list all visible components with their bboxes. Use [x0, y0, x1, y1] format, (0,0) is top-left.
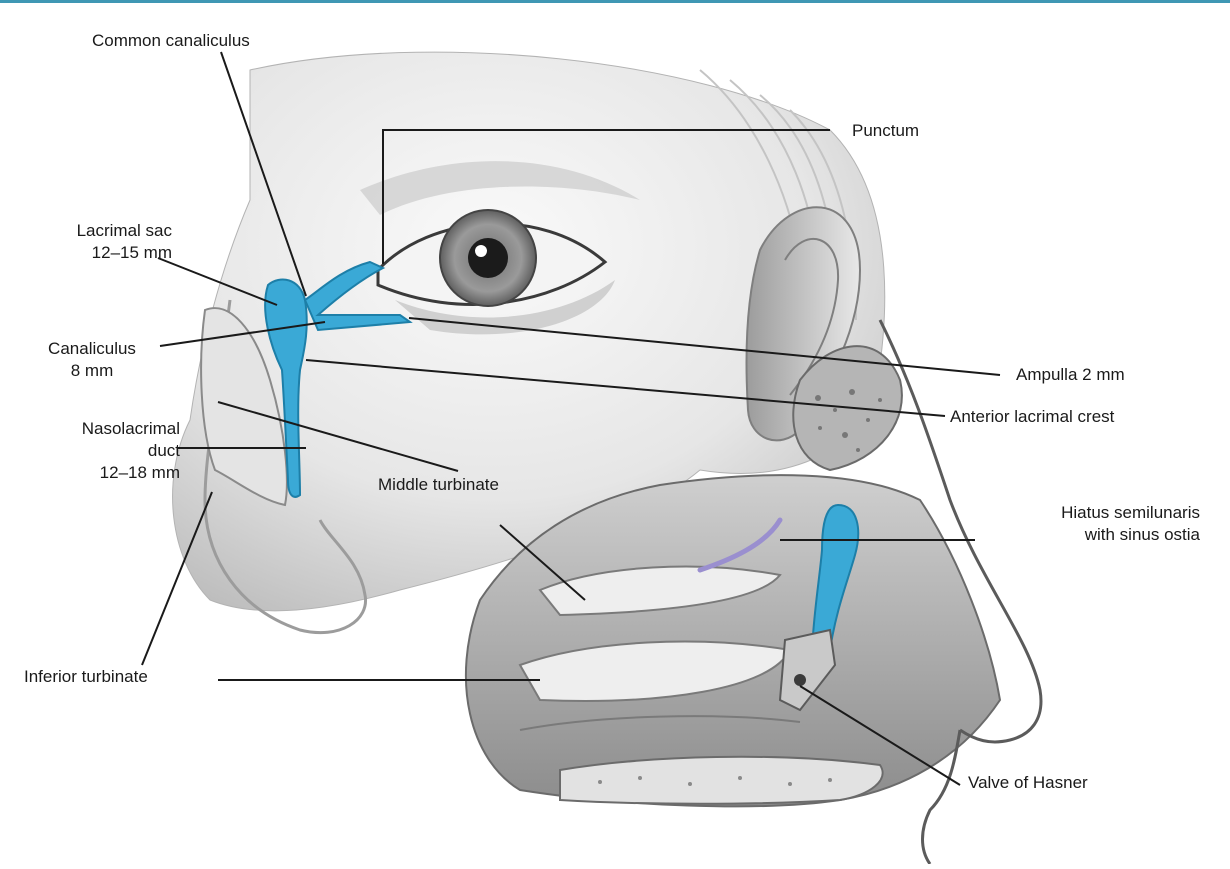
label-hiatus-semilunaris-line2: with sinus ostia — [960, 524, 1200, 546]
label-nasolacrimal-duct: Nasolacrimal duct 12–18 mm — [20, 418, 180, 484]
label-lacrimal-sac: Lacrimal sac 12–15 mm — [22, 220, 172, 264]
label-valve-of-hasner: Valve of Hasner — [968, 772, 1088, 794]
label-lacrimal-sac-line2: 12–15 mm — [22, 242, 172, 264]
top-rule — [0, 0, 1230, 3]
palate — [560, 757, 883, 804]
eye-glint — [475, 245, 487, 257]
label-inferior-turbinate: Inferior turbinate — [24, 666, 148, 688]
pupil — [468, 238, 508, 278]
label-lacrimal-sac-line1: Lacrimal sac — [22, 220, 172, 242]
label-nasolacrimal-duct-line2: duct — [20, 440, 180, 462]
label-canaliculus-line1: Canaliculus — [22, 338, 162, 360]
label-middle-turbinate: Middle turbinate — [378, 474, 499, 496]
label-nasolacrimal-duct-line1: Nasolacrimal — [20, 418, 180, 440]
label-ampulla: Ampulla 2 mm — [1016, 364, 1125, 386]
valve-opening — [794, 674, 806, 686]
label-punctum: Punctum — [852, 120, 919, 142]
label-anterior-lacrimal-crest: Anterior lacrimal crest — [950, 406, 1114, 428]
label-common-canaliculus: Common canaliculus — [92, 30, 250, 52]
label-hiatus-semilunaris-line1: Hiatus semilunaris — [960, 502, 1200, 524]
label-hiatus-semilunaris: Hiatus semilunaris with sinus ostia — [960, 502, 1200, 546]
label-canaliculus-line2: 8 mm — [22, 360, 162, 382]
label-canaliculus: Canaliculus 8 mm — [22, 338, 162, 382]
label-nasolacrimal-duct-line3: 12–18 mm — [20, 462, 180, 484]
